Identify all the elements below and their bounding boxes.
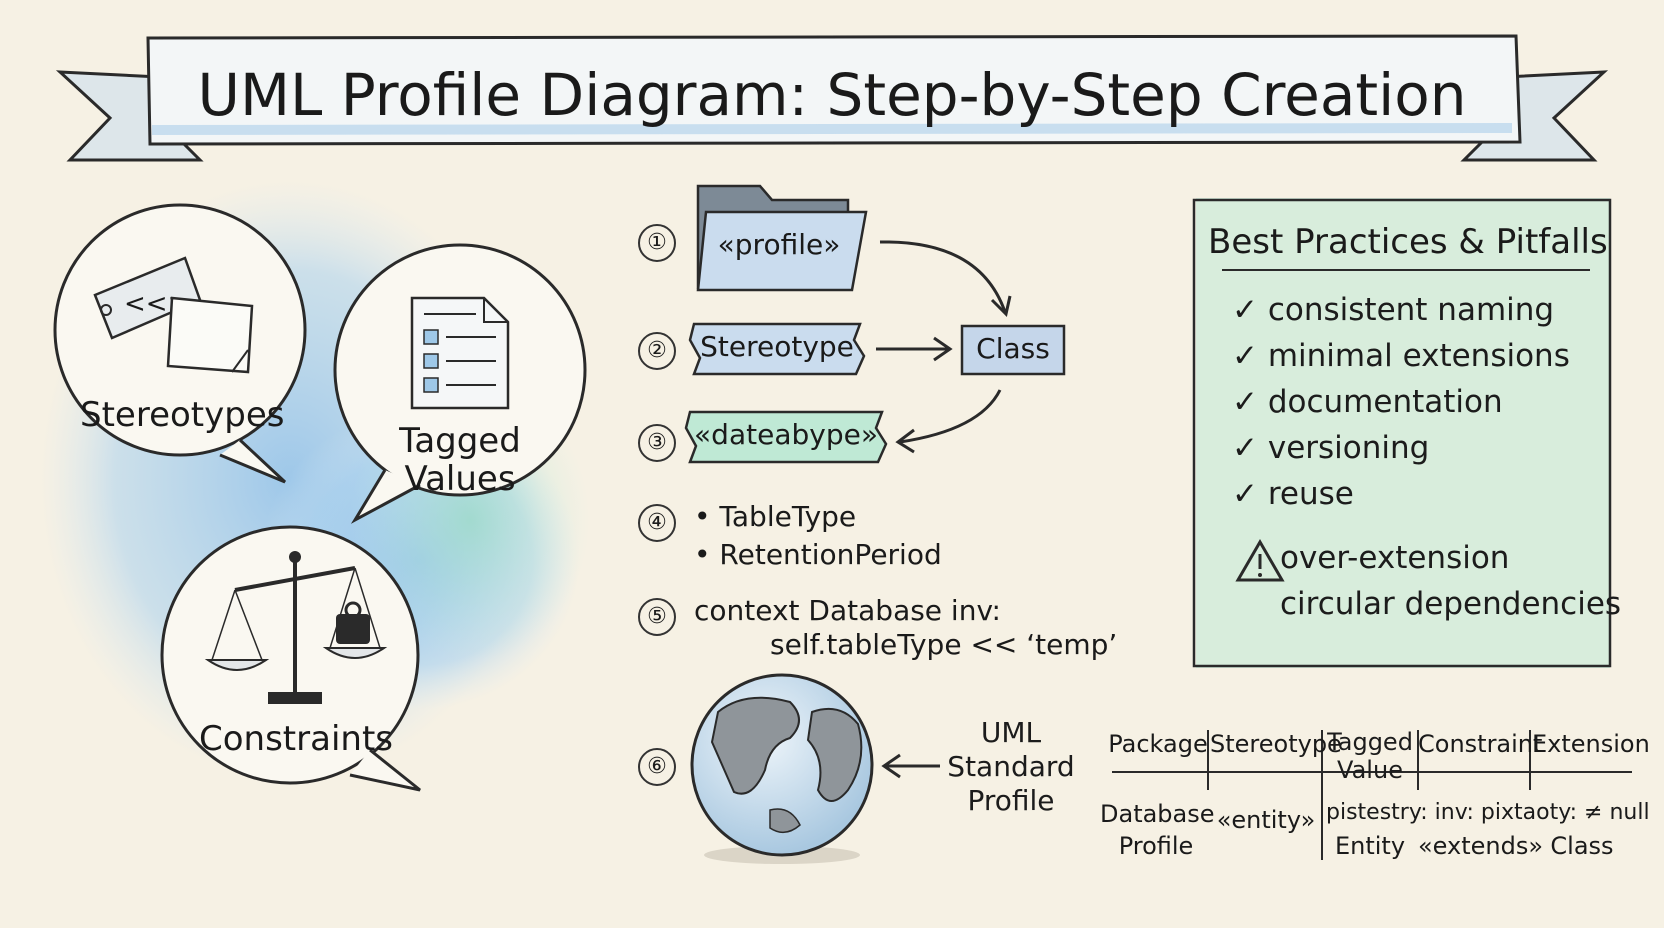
pitfall-item-2: circular dependencies <box>1280 586 1622 622</box>
constraints-label: Constraints <box>199 719 393 759</box>
warning-triangle-icon <box>1235 539 1285 582</box>
best-practices-panel <box>1192 198 1612 668</box>
practice-item: ✓ reuse <box>1232 476 1354 512</box>
tagged-value-retention: • RetentionPeriod <box>694 538 942 571</box>
table-cell-class: Class <box>1550 832 1614 860</box>
stereotypes-label: Stereotypes <box>80 395 285 435</box>
standard-profile-label: UML Standard Profile <box>946 716 1076 818</box>
title-banner <box>55 34 1609 162</box>
table-cell-entity: Entity <box>1334 832 1406 860</box>
arrow-profile-to-class <box>879 240 1007 313</box>
practice-label: minimal extensions <box>1267 338 1570 374</box>
table-header-extension: Extension <box>1532 730 1650 758</box>
table-header-value: Value <box>1337 756 1403 784</box>
tagged-values-label-line2: Values <box>404 459 516 499</box>
ocl-line-1: context Database inv: <box>694 594 1001 627</box>
class-box <box>960 324 1066 376</box>
practice-label: documentation <box>1267 384 1503 420</box>
check-icon: ✓ <box>1232 384 1258 420</box>
pitfall-item-1: over-extension <box>1280 540 1510 576</box>
check-icon: ✓ <box>1232 338 1258 374</box>
tagged-values-bubble <box>333 243 587 524</box>
table-cell-stereotype: «entity» <box>1216 806 1316 834</box>
practice-label: reuse <box>1267 476 1354 512</box>
table-header-tagged-value: Tagged Value <box>1322 728 1418 784</box>
table-header-package: Package <box>1108 730 1208 758</box>
step-number-3: ③ <box>638 424 676 462</box>
table-cell-extends: «extends» <box>1418 832 1544 860</box>
step-number-2: ② <box>638 332 676 370</box>
standard-profile-line1: UML <box>980 716 1042 749</box>
constraints-bubble <box>160 525 421 792</box>
profile-folder <box>696 184 868 292</box>
step-number-6: ⑥ <box>638 748 676 786</box>
ocl-line-2: self.tableType << ‘temp’ <box>770 628 1118 661</box>
table-cell-package-1: Database <box>1100 800 1215 828</box>
step-number-4: ④ <box>638 504 676 542</box>
datatype-label: «dateabype» <box>694 418 878 451</box>
practice-item: ✓ versioning <box>1232 430 1429 466</box>
step-number-5: ⑤ <box>638 598 676 636</box>
table-header-stereotype: Stereotype <box>1210 730 1342 758</box>
step-number-1: ① <box>638 224 676 262</box>
globe-illustration <box>690 673 874 864</box>
standard-profile-line3: Profile <box>967 784 1055 817</box>
tagged-values-label-line1: Tagged <box>399 421 521 461</box>
profile-table-lines <box>1112 730 1632 860</box>
profile-label: «profile» <box>717 228 841 261</box>
tagged-values-label: Tagged Values <box>380 422 540 498</box>
page-title: UML Profile Diagram: Step-by-Step Creati… <box>197 61 1467 129</box>
check-icon: ✓ <box>1232 476 1258 512</box>
practice-label: versioning <box>1267 430 1430 466</box>
stereotypes-bubble: <<> <box>53 203 307 484</box>
best-practices-title: Best Practices & Pitfalls <box>1208 222 1608 262</box>
practice-item: ✓ consistent naming <box>1232 292 1554 328</box>
arrow-class-to-datatype <box>899 389 1002 444</box>
table-cell-constraint: pistestry: inv: pixtaoty: ≠ null <box>1326 800 1650 825</box>
table-header-constraint: Constraint <box>1418 730 1543 758</box>
practice-item: ✓ minimal extensions <box>1232 338 1570 374</box>
check-icon: ✓ <box>1232 292 1258 328</box>
practice-label: consistent naming <box>1267 292 1555 328</box>
stereotype-box <box>688 322 866 376</box>
check-icon: ✓ <box>1232 430 1258 466</box>
practice-item: ✓ documentation <box>1232 384 1503 420</box>
table-header-tagged: Tagged <box>1327 728 1413 756</box>
stereotype-label: Stereotype <box>700 330 854 363</box>
datatype-box <box>684 410 888 464</box>
tagged-value-tabletype: • TableType <box>694 500 857 533</box>
class-label: Class <box>976 332 1050 365</box>
table-cell-package-2: Profile <box>1118 832 1194 860</box>
standard-profile-line2: Standard <box>947 750 1075 783</box>
